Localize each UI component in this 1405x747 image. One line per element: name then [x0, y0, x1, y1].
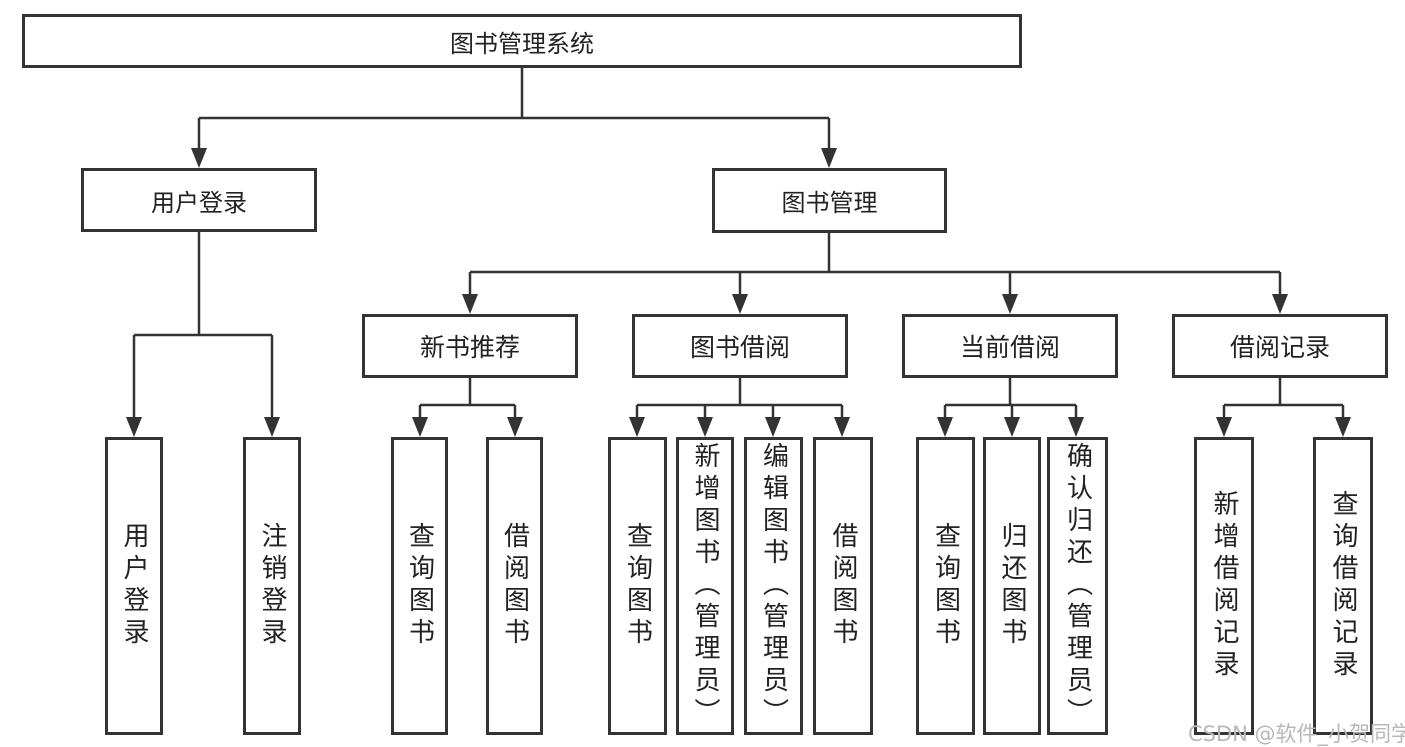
node-new-book-recommend: 新书推荐: [362, 314, 578, 378]
leaf-nbr-query-books-label: 查询图书: [404, 522, 435, 650]
leaf-cb-return-books: 归还图书: [983, 437, 1041, 735]
leaf-bb-edit-books-admin-label: 编辑图书（管理员）: [758, 442, 789, 730]
node-borrow-records-label: 借阅记录: [1229, 333, 1330, 362]
node-book-borrowing-label: 图书借阅: [689, 333, 790, 362]
leaf-nbr-borrow-books-label: 借阅图书: [499, 522, 530, 650]
leaf-user-login-label: 用户登录: [119, 522, 149, 650]
node-current-borrowing: 当前借阅: [902, 314, 1118, 378]
leaf-bb-borrow-books: 借阅图书: [813, 437, 873, 735]
node-user-login: 用户登录: [81, 168, 317, 232]
node-book-borrowing: 图书借阅: [632, 314, 848, 378]
node-root-label: 图书管理系统: [450, 29, 594, 58]
leaf-br-add-record-label: 新增借阅记录: [1209, 490, 1239, 682]
node-current-borrowing-label: 当前借阅: [959, 333, 1060, 362]
node-book-management: 图书管理: [712, 168, 947, 233]
node-root: 图书管理系统: [22, 14, 1022, 68]
leaf-logout: 注销登录: [243, 437, 301, 735]
leaf-bb-add-books-admin: 新增图书（管理员）: [676, 437, 734, 735]
leaf-cb-return-books-label: 归还图书: [997, 522, 1027, 650]
leaf-cb-confirm-return-admin: 确认归还（管理员）: [1047, 437, 1108, 735]
leaf-bb-query-books: 查询图书: [608, 437, 667, 735]
watermark-text: CSDN @软件_小贺同学: [1188, 722, 1405, 746]
node-book-management-label: 图书管理: [781, 189, 878, 217]
leaf-bb-add-books-admin-label: 新增图书（管理员）: [690, 442, 720, 730]
leaf-user-login: 用户登录: [105, 437, 163, 735]
node-new-book-recommend-label: 新书推荐: [419, 333, 520, 362]
leaf-nbr-query-books: 查询图书: [391, 437, 448, 735]
leaf-cb-query-books: 查询图书: [916, 437, 975, 735]
leaf-cb-confirm-return-admin-label: 确认归还（管理员）: [1062, 442, 1093, 730]
leaf-bb-borrow-books-label: 借阅图书: [828, 522, 858, 650]
node-user-login-label: 用户登录: [151, 188, 247, 217]
leaf-br-query-record: 查询借阅记录: [1313, 437, 1373, 735]
leaf-br-query-record-label: 查询借阅记录: [1328, 490, 1358, 682]
leaf-logout-label: 注销登录: [257, 522, 287, 650]
leaf-br-add-record: 新增借阅记录: [1194, 437, 1254, 735]
leaf-bb-query-books-label: 查询图书: [622, 522, 653, 650]
leaf-cb-query-books-label: 查询图书: [930, 522, 961, 650]
node-borrow-records: 借阅记录: [1172, 314, 1388, 378]
leaf-nbr-borrow-books: 借阅图书: [486, 437, 543, 735]
leaf-bb-edit-books-admin: 编辑图书（管理员）: [744, 437, 803, 735]
